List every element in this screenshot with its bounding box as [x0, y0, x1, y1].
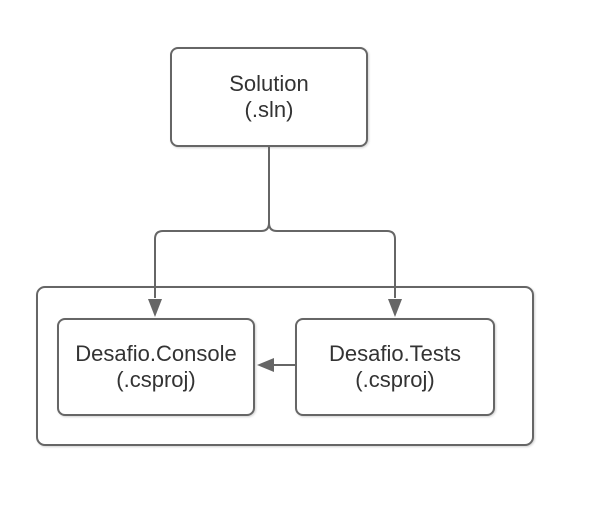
- node-console: Desafio.Console (.csproj): [57, 318, 255, 416]
- edge-solution-to-console: [154, 147, 270, 298]
- node-tests-name: Desafio.Tests: [328, 341, 462, 366]
- edge-solution-to-tests: [268, 147, 396, 298]
- node-tests-type: (.csproj): [355, 367, 435, 392]
- node-console-name: Desafio.Console: [75, 341, 237, 366]
- node-tests: Desafio.Tests (.csproj): [295, 318, 495, 416]
- node-console-type: (.csproj): [116, 367, 196, 392]
- node-solution-type: (.sln): [244, 97, 294, 122]
- node-solution: Solution (.sln): [170, 47, 368, 147]
- node-solution-name: Solution: [229, 71, 309, 96]
